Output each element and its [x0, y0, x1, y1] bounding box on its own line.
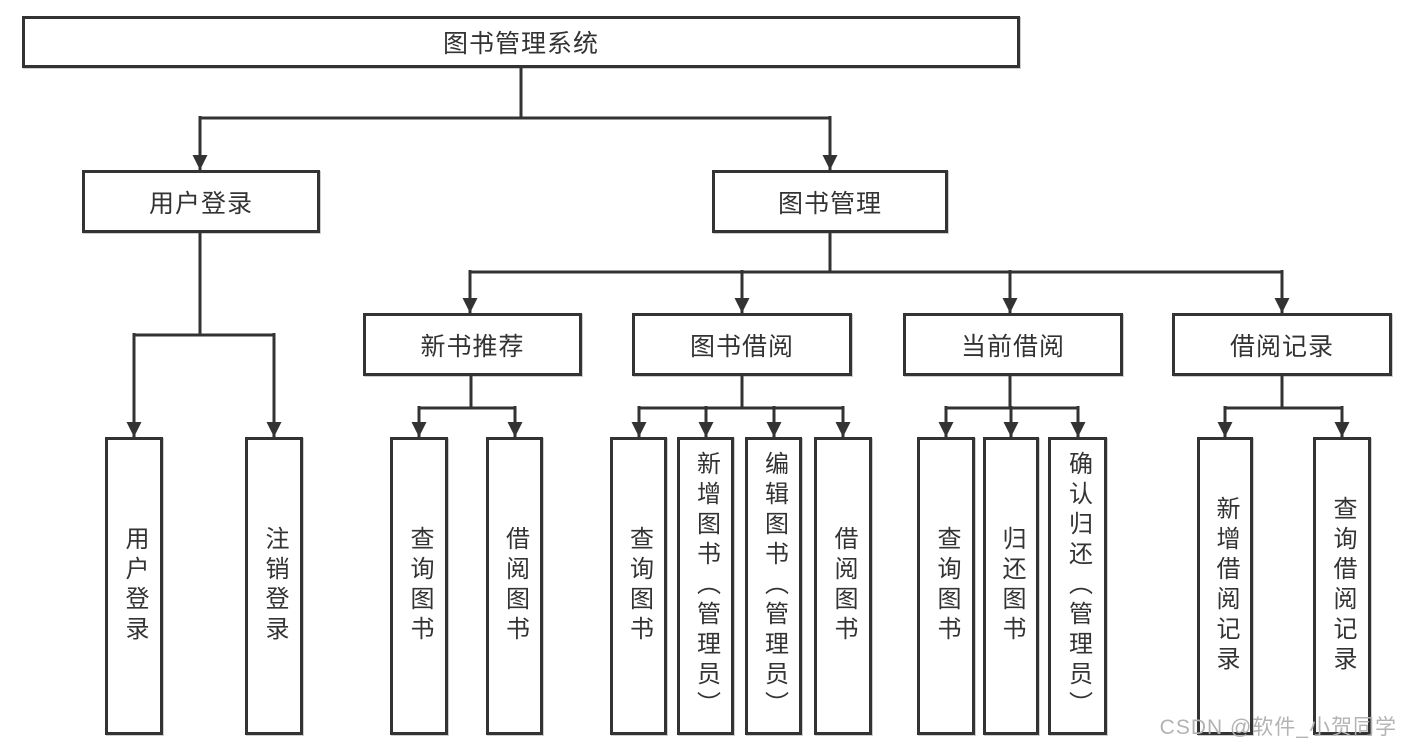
leaf-borrow-books-borrowing: 借阅图书 [814, 437, 872, 735]
leaf-label: 借阅图书 [830, 526, 857, 646]
leaf-return-books: 归还图书 [983, 437, 1039, 735]
leaf-label: 注销登录 [261, 526, 288, 646]
leaf-query-books-current: 查询图书 [917, 437, 975, 735]
leaf-label: 查询图书 [625, 526, 653, 646]
node-new-book-recommendation: 新书推荐 [363, 313, 582, 376]
leaf-label: 新增借阅记录 [1212, 496, 1239, 676]
node-user-login-branch: 用户登录 [82, 170, 320, 233]
leaf-label: 确认归还（管理员） [1064, 451, 1092, 721]
node-book-management-branch: 图书管理 [712, 170, 948, 233]
leaf-add-borrow-record: 新增借阅记录 [1197, 437, 1253, 735]
node-borrowing-records: 借阅记录 [1172, 313, 1392, 376]
leaf-borrow-books-recommend: 借阅图书 [486, 437, 543, 735]
connector-book-management [470, 233, 1282, 274]
csdn-watermark: CSDN @软件_小贺同学 [1159, 716, 1397, 739]
leaf-label: 新增图书（管理员） [692, 451, 720, 721]
leaf-label: 编辑图书（管理员） [760, 451, 788, 721]
node-current-borrowing: 当前借阅 [903, 313, 1123, 376]
leaf-query-books-borrowing: 查询图书 [610, 437, 667, 735]
leaf-label: 借阅图书 [501, 526, 529, 646]
leaf-label: 归还图书 [998, 526, 1025, 646]
leaf-edit-books-admin: 编辑图书（管理员） [745, 437, 802, 735]
leaf-logout: 注销登录 [245, 437, 303, 735]
connector-book-borrowing [639, 376, 843, 410]
leaf-user-login: 用户登录 [105, 437, 163, 735]
node-library-management-system: 图书管理系统 [22, 16, 1020, 68]
connector-user-login [134, 233, 274, 337]
connector-new-book [419, 376, 515, 410]
leaf-label: 用户登录 [121, 526, 148, 646]
connector-current-borrowing [946, 376, 1078, 410]
leaf-confirm-return-admin: 确认归还（管理员） [1048, 437, 1107, 735]
leaf-query-borrow-record: 查询借阅记录 [1313, 437, 1371, 735]
node-book-borrowing: 图书借阅 [632, 313, 852, 376]
leaf-add-books-admin: 新增图书（管理员） [677, 437, 734, 735]
connector-root [200, 66, 830, 120]
leaf-label: 查询图书 [933, 526, 960, 646]
leaf-query-books-recommend: 查询图书 [390, 437, 448, 735]
leaf-label: 查询图书 [406, 526, 433, 646]
connector-borrowing-records [1225, 376, 1342, 410]
leaf-label: 查询借阅记录 [1329, 496, 1356, 676]
